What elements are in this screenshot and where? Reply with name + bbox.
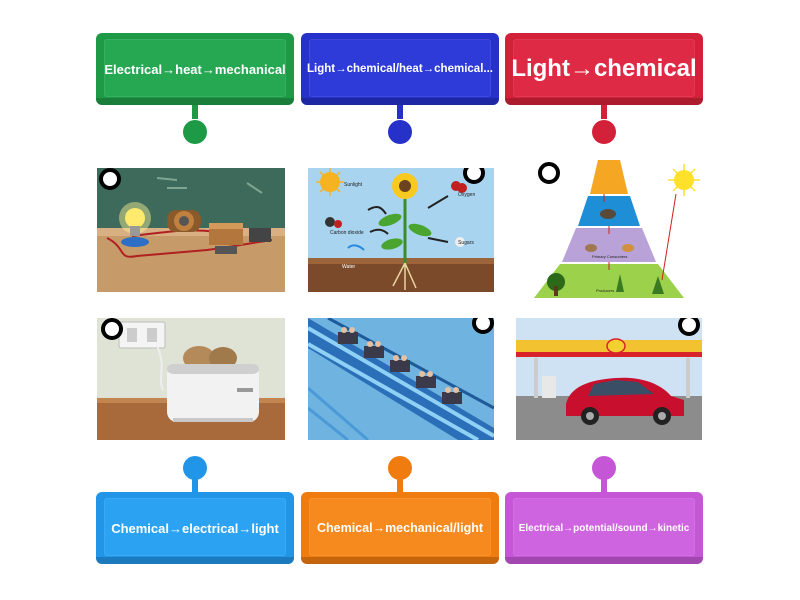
- connector: [601, 105, 607, 119]
- image-food-energy-pyramid[interactable]: Producers Primary Consumers: [516, 154, 706, 302]
- match-target-ring[interactable]: [678, 318, 700, 336]
- label-text: Chemical→electrical→light: [111, 520, 279, 536]
- roller-coaster-illustration: [308, 318, 494, 440]
- connector: [601, 478, 607, 492]
- label-card-top-1[interactable]: Electrical→heat→mechanical: [96, 33, 294, 105]
- connector-dot: [592, 456, 616, 480]
- label-text: Light→chemical: [511, 55, 697, 82]
- label-card-bottom-3[interactable]: Electrical→potential/sound→kinetic: [505, 492, 703, 564]
- carbon-dioxide-label: Carbon dioxide: [330, 230, 364, 236]
- photosynthesis-illustration: Sunlight Oxygen Carbon dioxide Sugars Wa…: [308, 168, 494, 292]
- label-text: Light→chemical/heat→chemical...: [307, 63, 493, 75]
- label-card-top-2[interactable]: Light→chemical/heat→chemical...: [301, 33, 499, 105]
- connector-dot: [388, 456, 412, 480]
- image-car-at-gas-station[interactable]: [516, 318, 702, 440]
- label-card-top-3[interactable]: Light→chemical: [505, 33, 703, 105]
- label-text: Electrical→heat→mechanical: [104, 61, 286, 77]
- label-text: Chemical→mechanical/light: [316, 521, 484, 535]
- energy-pyramid-illustration: Producers Primary Consumers: [516, 154, 706, 302]
- water-label: Water: [342, 264, 355, 270]
- match-target-ring[interactable]: [101, 318, 123, 340]
- match-target-ring[interactable]: [463, 168, 485, 184]
- label-card-bottom-2[interactable]: Chemical→mechanical/light: [301, 492, 499, 564]
- image-toaster[interactable]: [97, 318, 285, 440]
- gas-station-illustration: [516, 318, 702, 440]
- match-target-ring[interactable]: [99, 168, 121, 190]
- toaster-illustration: [97, 318, 285, 440]
- label-card-bottom-1[interactable]: Chemical→electrical→light: [96, 492, 294, 564]
- image-electric-motor-circuit[interactable]: [97, 168, 285, 292]
- motor-circuit-illustration: [97, 168, 285, 292]
- connector: [192, 105, 198, 119]
- producers-label: Producers: [596, 288, 614, 293]
- match-target-ring[interactable]: [472, 318, 494, 334]
- connector: [192, 478, 198, 492]
- sunlight-label: Sunlight: [344, 182, 363, 188]
- oxygen-label: Oxygen: [458, 192, 475, 198]
- label-text: Electrical→potential/sound→kinetic: [518, 522, 690, 534]
- primary-consumers-label: Primary Consumers: [592, 254, 627, 259]
- image-roller-coaster[interactable]: [308, 318, 494, 440]
- connector-dot: [183, 456, 207, 480]
- match-target-ring[interactable]: [538, 162, 560, 184]
- image-photosynthesis-diagram[interactable]: Sunlight Oxygen Carbon dioxide Sugars Wa…: [308, 168, 494, 292]
- sugars-label: Sugars: [458, 240, 474, 246]
- connector-dot: [183, 120, 207, 144]
- connector-dot: [388, 120, 412, 144]
- connector-dot: [592, 120, 616, 144]
- connector: [397, 105, 403, 119]
- connector: [397, 478, 403, 492]
